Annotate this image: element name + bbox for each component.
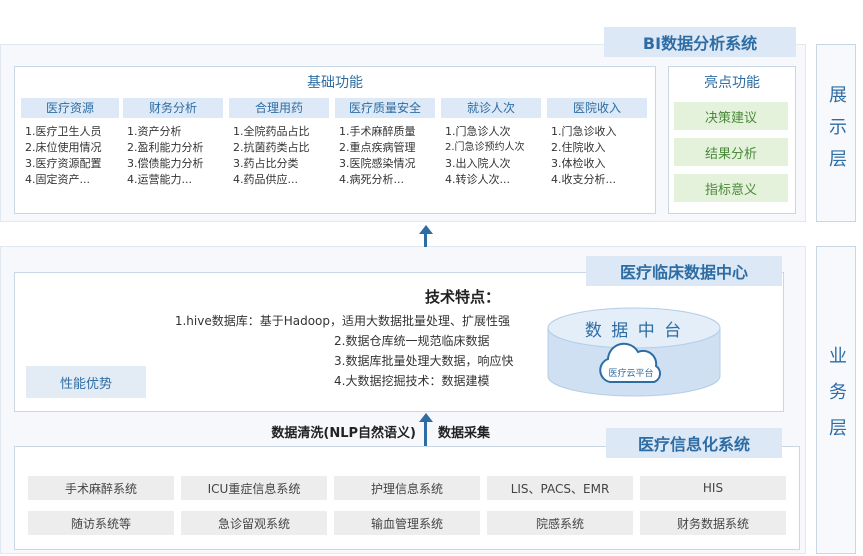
column-item: 1.医疗卫生人员 [25, 125, 102, 138]
column-item: 3.医院感染情况 [339, 157, 416, 170]
tech-features: 技术特点： 1.hive数据库：基于Hadoop，适用大数据批量处理、扩展性强 … [90, 286, 514, 391]
column-item: 1.手术麻醉质量 [339, 125, 416, 138]
cloud-platform-icon [596, 342, 666, 386]
column-item: 1.门急诊人次 [445, 125, 511, 138]
function-column-finance: 财务分析 1.资产分析 2.盈利能力分析 3.偿债能力分析 4.运营能力... [123, 98, 223, 188]
column-item: 1.资产分析 [127, 125, 182, 138]
column-item: 4.运营能力... [127, 173, 192, 186]
data-cleaning-label: 数据清洗(NLP自然语义) [271, 426, 416, 441]
up-arrow-icon [419, 413, 433, 422]
highlight-meaning: 指标意义 [674, 174, 788, 202]
column-item: 2.住院收入 [551, 141, 606, 154]
system-box: 输血管理系统 [334, 511, 480, 535]
highlight-result: 结果分析 [674, 138, 788, 166]
highlight-functions-title: 亮点功能 [704, 75, 760, 91]
tech-line: 2.数据仓库统一规范临床数据 [334, 334, 490, 348]
column-item: 3.医疗资源配置 [25, 157, 102, 170]
function-column-visits: 就诊人次 1.门急诊人次 2.门急诊预约人次 3.出入院人次 4.转诊人次... [441, 98, 541, 188]
up-arrow-shaft [424, 421, 427, 447]
cloud-platform-label: 医疗云平台 [608, 369, 654, 379]
column-item: 4.固定资产... [25, 173, 90, 186]
system-box: 院感系统 [487, 511, 633, 535]
function-column-quality: 医疗质量安全 1.手术麻醉质量 2.重点疾病管理 3.医院感染情况 4.病死分析… [335, 98, 435, 188]
display-layer-text: 展示层 [826, 85, 847, 181]
column-head: 合理用药 [229, 98, 329, 118]
system-box: ICU重症信息系统 [181, 476, 327, 500]
display-layer-label: 展示层 [816, 44, 856, 222]
system-box: 随访系统等 [28, 511, 174, 535]
system-box: 护理信息系统 [334, 476, 480, 500]
tech-title: 技术特点： [424, 288, 500, 306]
tech-line: 1.hive数据库：基于Hadoop，适用大数据批量处理、扩展性强 [174, 314, 510, 328]
column-item: 3.偿债能力分析 [127, 157, 204, 170]
system-box: 急诊留观系统 [181, 511, 327, 535]
column-item: 4.转诊人次... [445, 173, 510, 186]
column-head: 财务分析 [123, 98, 223, 118]
column-item: 2.盈利能力分析 [127, 141, 204, 154]
basic-functions-title: 基础功能 [307, 75, 363, 91]
system-box: 财务数据系统 [640, 511, 786, 535]
function-column-income: 医院收入 1.门急诊收入 2.住院收入 3.体检收入 4.收支分析... [547, 98, 647, 188]
data-platform-label: 数 据 中 台 [584, 321, 684, 341]
up-arrow-icon [419, 225, 433, 234]
column-item: 4.病死分析... [339, 173, 404, 186]
system-box: HIS [640, 476, 786, 500]
column-head: 就诊人次 [441, 98, 541, 118]
column-item: 2.抗菌药类占比 [233, 141, 310, 154]
basic-functions-panel: 基础功能 [14, 66, 656, 214]
column-head: 医院收入 [547, 98, 647, 118]
business-layer-label: 业务层 [816, 246, 856, 554]
system-box: 手术麻醉系统 [28, 476, 174, 500]
function-column-resources: 医疗资源 1.医疗卫生人员 2.床位使用情况 3.医疗资源配置 4.固定资产..… [21, 98, 119, 188]
performance-advantage: 性能优势 [26, 366, 146, 398]
column-item: 4.收支分析... [551, 173, 616, 186]
column-item: 2.床位使用情况 [25, 141, 102, 154]
data-collection-label: 数据采集 [438, 426, 491, 441]
bi-system-title: BI数据分析系统 [604, 27, 796, 57]
highlight-decision: 决策建议 [674, 102, 788, 130]
column-item: 3.体检收入 [551, 157, 606, 170]
column-head: 医疗质量安全 [335, 98, 435, 118]
system-box: LIS、PACS、EMR [487, 476, 633, 500]
column-item: 4.药品供应... [233, 173, 298, 186]
function-column-medication: 合理用药 1.全院药品占比 2.抗菌药类占比 3.药占比分类 4.药品供应... [229, 98, 329, 188]
column-item: 3.药占比分类 [233, 157, 299, 170]
business-layer-text: 业务层 [826, 346, 847, 454]
tech-line: 4.大数据挖掘技术：数据建模 [334, 374, 490, 388]
column-item: 3.出入院人次 [445, 157, 511, 170]
up-arrow-shaft [424, 233, 427, 247]
tech-line: 3.数据库批量处理大数据，响应快 [334, 354, 514, 368]
column-head: 医疗资源 [21, 98, 119, 118]
data-center-title: 医疗临床数据中心 [586, 256, 782, 286]
column-item: 2.重点疾病管理 [339, 141, 416, 154]
column-item: 1.门急诊收入 [551, 125, 617, 138]
column-item: 1.全院药品占比 [233, 125, 310, 138]
info-systems-title: 医疗信息化系统 [606, 428, 782, 458]
cloud-icon [599, 342, 661, 383]
column-item: 2.门急诊预约人次 [445, 142, 525, 153]
